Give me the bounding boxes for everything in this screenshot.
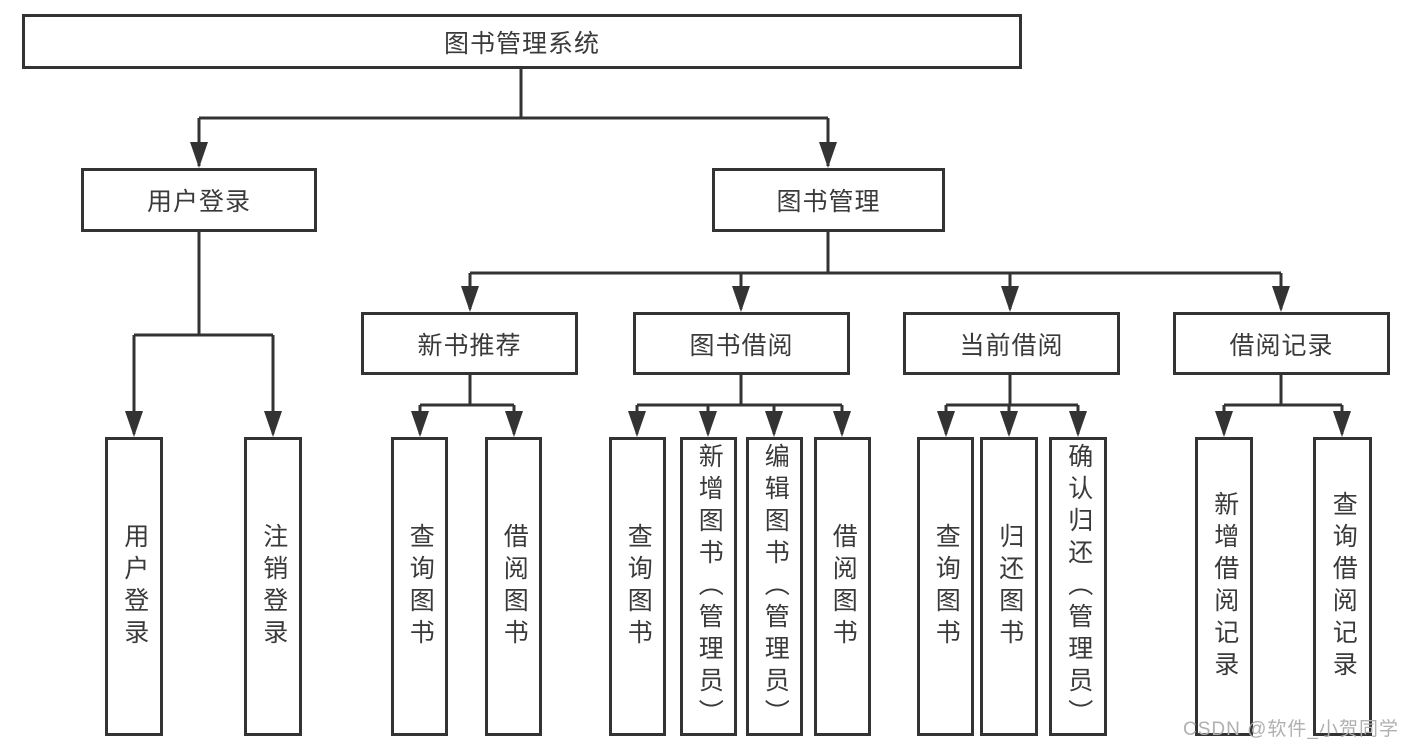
leaf-query-books-recommend-label: 查询图书 [406, 522, 435, 651]
node-user-login: 用户登录 [81, 168, 317, 232]
leaf-confirm-return-admin-label: 确认归还（管理员） [1064, 442, 1093, 731]
leaf-query-books-current-label: 查询图书 [932, 522, 961, 651]
node-user-login-label: 用户登录 [146, 188, 251, 216]
leaf-borrow-books-borrowing: 借阅图书 [814, 437, 871, 736]
leaf-return-books-label: 归还图书 [995, 522, 1024, 651]
node-book-management: 图书管理 [712, 168, 945, 232]
leaf-add-books-admin-label: 新增图书（管理员） [695, 442, 724, 731]
leaf-user-login: 用户登录 [105, 437, 163, 736]
leaf-query-books-recommend: 查询图书 [391, 437, 448, 736]
leaf-edit-books-admin: 编辑图书（管理员） [746, 437, 803, 736]
node-new-book-recommend: 新书推荐 [361, 312, 578, 375]
root-node-library-management-system: 图书管理系统 [22, 14, 1022, 69]
leaf-return-books: 归还图书 [980, 437, 1038, 736]
node-new-book-recommend-label: 新书推荐 [417, 331, 522, 360]
leaf-confirm-return-admin: 确认归还（管理员） [1049, 437, 1107, 736]
node-book-borrowing-label: 图书借阅 [689, 331, 794, 360]
leaf-query-books-current: 查询图书 [917, 437, 974, 736]
leaf-add-books-admin: 新增图书（管理员） [680, 437, 737, 736]
leaf-add-borrow-record: 新增借阅记录 [1195, 437, 1253, 736]
leaf-borrow-books-recommend: 借阅图书 [485, 437, 542, 736]
leaf-user-login-label: 用户登录 [120, 522, 149, 651]
leaf-query-books-borrowing-label: 查询图书 [624, 522, 653, 651]
watermark-text: CSDN @软件_小贺同学 [1183, 719, 1399, 740]
leaf-query-borrow-record-label: 查询借阅记录 [1329, 490, 1358, 683]
leaf-edit-books-admin-label: 编辑图书（管理员） [761, 442, 790, 731]
node-current-borrowing-label: 当前借阅 [959, 331, 1064, 360]
node-book-management-label: 图书管理 [776, 188, 881, 216]
leaf-query-borrow-record: 查询借阅记录 [1313, 437, 1372, 736]
leaf-query-books-borrowing: 查询图书 [609, 437, 666, 736]
leaf-borrow-books-recommend-label: 借阅图书 [500, 522, 529, 651]
leaf-logout-label: 注销登录 [259, 522, 288, 651]
leaf-borrow-books-borrowing-label: 借阅图书 [829, 522, 858, 651]
node-borrowing-records-label: 借阅记录 [1229, 331, 1334, 360]
leaf-logout: 注销登录 [244, 437, 302, 736]
leaf-add-borrow-record-label: 新增借阅记录 [1210, 490, 1239, 683]
node-borrowing-records: 借阅记录 [1173, 312, 1390, 375]
node-current-borrowing: 当前借阅 [903, 312, 1120, 375]
node-book-borrowing: 图书借阅 [633, 312, 850, 375]
root-node-label: 图书管理系统 [443, 29, 600, 58]
